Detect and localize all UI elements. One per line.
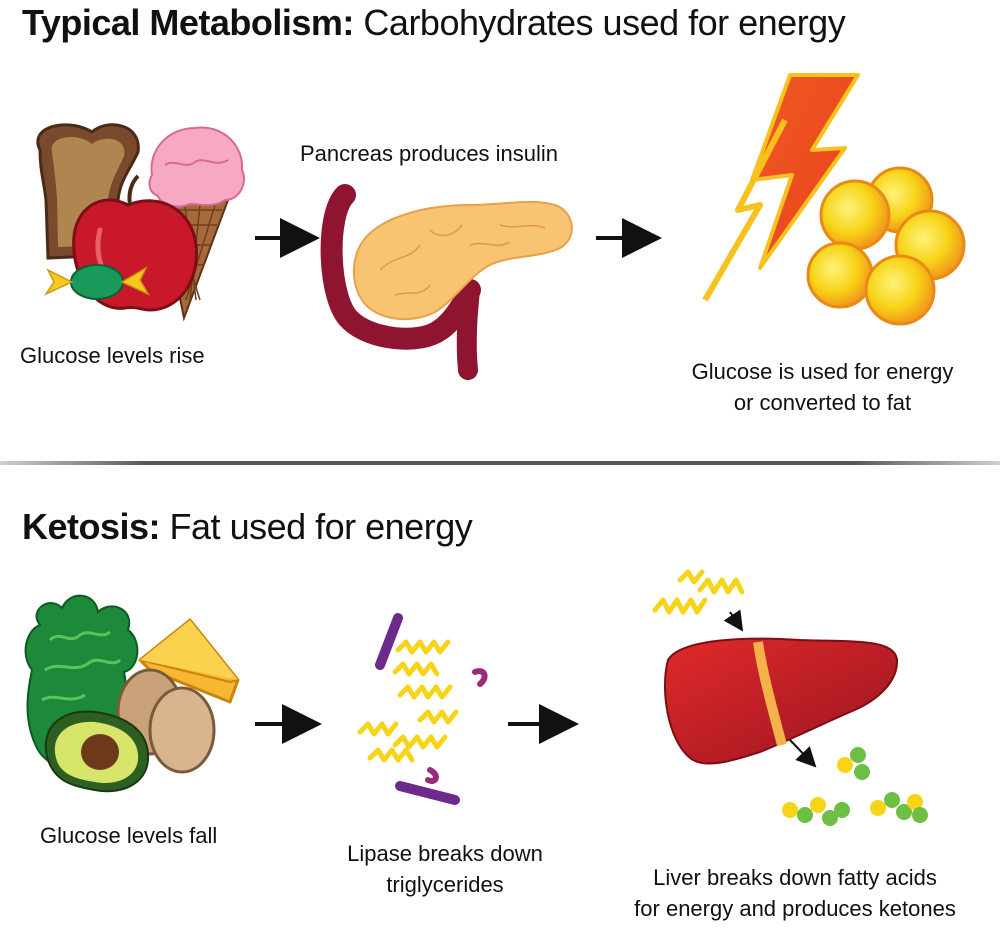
- caption-pancreas: Pancreas produces insulin: [300, 141, 559, 166]
- ketosis-title-rest: Fat used for energy: [169, 506, 473, 547]
- typical-title-rest: Carbohydrates used for energy: [363, 2, 846, 43]
- ketosis-title: Ketosis: Fat used for energy: [22, 506, 473, 548]
- fatty-acids-icon: [652, 569, 745, 615]
- arrow-icon: [723, 609, 744, 632]
- section-divider: [0, 461, 1000, 465]
- eggs-icon: [116, 668, 216, 774]
- typical-metabolism-title: Typical Metabolism: Carbohydrates used f…: [22, 2, 846, 44]
- fat-cells-icon: [806, 166, 966, 326]
- ketosis-title-bold: Ketosis:: [22, 506, 161, 547]
- caption-lipase-line2: triglycerides: [386, 872, 504, 897]
- avocado-icon: [44, 710, 150, 793]
- ketones-icon: [782, 747, 928, 826]
- caption-lipase-line1: Lipase breaks down: [347, 841, 543, 866]
- caption-glucose-energy-line1: Glucose is used for energy: [691, 359, 954, 384]
- triglycerides-icon: [357, 613, 488, 805]
- caption-liver: Liver breaks down fatty acids for energy…: [595, 862, 995, 924]
- caption-lipase: Lipase breaks down triglycerides: [320, 838, 570, 900]
- typical-title-bold: Typical Metabolism:: [22, 2, 354, 43]
- caption-glucose-energy: Glucose is used for energy or converted …: [650, 356, 995, 418]
- candy-icon: [43, 264, 150, 300]
- cheese-icon: [138, 618, 240, 704]
- caption-glucose-rise: Glucose levels rise: [20, 343, 205, 368]
- caption-glucose-fall: Glucose levels fall: [40, 823, 218, 848]
- caption-liver-line1: Liver breaks down fatty acids: [653, 865, 937, 890]
- lightning-icon: [750, 73, 860, 270]
- pancreas-icon: [320, 184, 573, 380]
- liver-icon: [663, 637, 899, 765]
- caption-glucose-energy-line2: or converted to fat: [733, 390, 912, 415]
- caption-liver-line2: for energy and produces ketones: [634, 896, 956, 921]
- arrow-icon: [789, 739, 817, 768]
